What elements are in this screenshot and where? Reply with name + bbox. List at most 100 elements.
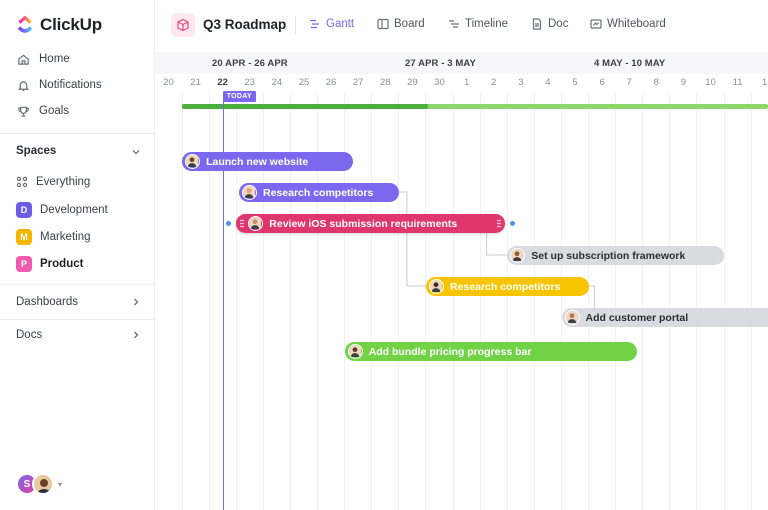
task-label: Review iOS submission requirements (269, 217, 458, 230)
day-label: 7 (626, 77, 632, 88)
week-label: 20 APR - 26 APR (212, 58, 288, 69)
grid-line (723, 92, 725, 510)
day-label: 20 (163, 77, 174, 88)
header-divider (295, 16, 296, 34)
gantt-task-bar[interactable]: Add bundle pricing progress bar (344, 342, 638, 361)
day-label: 22 (217, 77, 228, 88)
space-label: Development (40, 204, 108, 216)
space-development[interactable]: D Development (16, 201, 108, 219)
grid-line (506, 92, 508, 510)
nav-docs[interactable]: Docs (16, 329, 142, 341)
tab-gantt[interactable]: Gantt (309, 18, 354, 30)
space-badge: M (16, 229, 32, 245)
clickup-logo[interactable]: ClickUp (16, 15, 102, 35)
header: Q3 Roadmap Gantt Board Timeline Doc Whit… (155, 0, 768, 52)
gantt-task-bar[interactable]: Research competitors (239, 183, 399, 202)
day-label: 21 (190, 77, 201, 88)
sidebar-divider (0, 284, 155, 285)
tab-timeline[interactable]: Timeline (448, 18, 508, 30)
task-label: Add customer portal (585, 311, 689, 324)
spaces-title: Spaces (16, 145, 57, 157)
sidebar-divider (0, 319, 155, 320)
gantt-timeline: 20 APR - 26 APR 27 APR - 3 MAY 4 MAY - 1… (155, 52, 768, 510)
chevron-right-icon (134, 298, 139, 306)
space-marketing[interactable]: M Marketing (16, 228, 91, 246)
grid-line (533, 92, 535, 510)
chevron-down-icon[interactable] (130, 146, 142, 158)
drag-handle-icon[interactable] (240, 219, 245, 228)
task-label: Set up subscription framework (531, 249, 686, 262)
day-label: 24 (271, 77, 283, 88)
day-label: 25 (298, 77, 310, 88)
user-menu[interactable]: S ▾ (16, 473, 62, 495)
tab-label: Gantt (326, 18, 355, 30)
grid-line (588, 92, 590, 510)
tab-label: Doc (548, 18, 569, 30)
overall-progress-fill (182, 104, 429, 109)
nav-home[interactable]: Home (16, 50, 70, 68)
gantt-task-bar[interactable]: Set up subscription framework (507, 246, 725, 265)
whiteboard-icon (590, 19, 602, 29)
grid-line (398, 92, 400, 510)
grid-line (344, 92, 346, 510)
task-label: Research competitors (263, 186, 374, 199)
assignee-avatar (242, 185, 257, 200)
day-label: 28 (380, 77, 391, 88)
space-everything[interactable]: Everything (16, 173, 90, 191)
grid-line (750, 92, 752, 510)
tab-whiteboard[interactable]: Whiteboard (590, 18, 666, 30)
grid-line (642, 92, 644, 510)
space-label: Product (40, 258, 84, 270)
tab-label: Timeline (465, 18, 509, 30)
caret-down-icon: ▾ (58, 479, 63, 489)
tab-label: Board (394, 18, 425, 30)
today-line (222, 92, 224, 510)
dependency-handle-right[interactable] (509, 221, 515, 226)
space-product[interactable]: P Product (16, 255, 83, 273)
grid-line (425, 92, 427, 510)
gantt-icon (310, 19, 319, 29)
space-label: Marketing (40, 231, 91, 243)
gantt-task-bar[interactable]: Launch new website (182, 152, 353, 171)
nav-dashboards[interactable]: Dashboards (16, 296, 142, 308)
dashboards-label: Dashboards (16, 296, 79, 308)
day-label: 10 (705, 77, 716, 88)
assignee-avatar (185, 154, 201, 169)
grid-line (615, 92, 617, 510)
day-label: 27 (352, 77, 364, 88)
project-cube-icon (171, 13, 195, 37)
gantt-task-bar[interactable]: Review iOS submission requirements (236, 214, 505, 233)
today-tag: TODAY (222, 91, 256, 102)
nav-goals[interactable]: Goals (16, 102, 69, 120)
day-label: 1 (762, 77, 768, 88)
space-badge: D (16, 202, 32, 218)
day-label: 1 (463, 77, 470, 88)
drag-handle-icon[interactable] (496, 219, 501, 228)
grid-line (235, 92, 237, 510)
everything-grid-icon (16, 176, 28, 188)
board-icon (377, 18, 389, 30)
day-label: 6 (599, 77, 605, 88)
tab-doc[interactable]: Doc (531, 18, 568, 30)
task-label: Add bundle pricing progress bar (368, 345, 532, 358)
week-label: 4 MAY - 10 MAY (594, 58, 666, 69)
assignee-avatar (429, 279, 444, 294)
gantt-task-bar[interactable]: Add customer portal (561, 308, 768, 327)
nav-goals-label: Goals (39, 105, 70, 117)
nav-notifications[interactable]: Notifications (16, 76, 102, 94)
grid-line (317, 92, 319, 510)
grid-line (696, 92, 698, 510)
gantt-task-bar[interactable]: Research competitors (426, 277, 589, 296)
overall-progress-track (182, 104, 768, 109)
day-label: 5 (572, 77, 578, 88)
assignee-avatar (510, 248, 526, 263)
project-title: Q3 Roadmap (203, 17, 287, 32)
home-icon (16, 52, 30, 66)
assignee-avatar (248, 216, 264, 231)
day-label: 2 (491, 77, 497, 88)
app-name: ClickUp (40, 15, 102, 34)
sidebar: ClickUp Home Notifications Goals Spaces … (0, 0, 155, 510)
nav-home-label: Home (39, 53, 70, 65)
dependency-handle-left[interactable] (226, 221, 232, 226)
tab-board[interactable]: Board (377, 18, 425, 30)
